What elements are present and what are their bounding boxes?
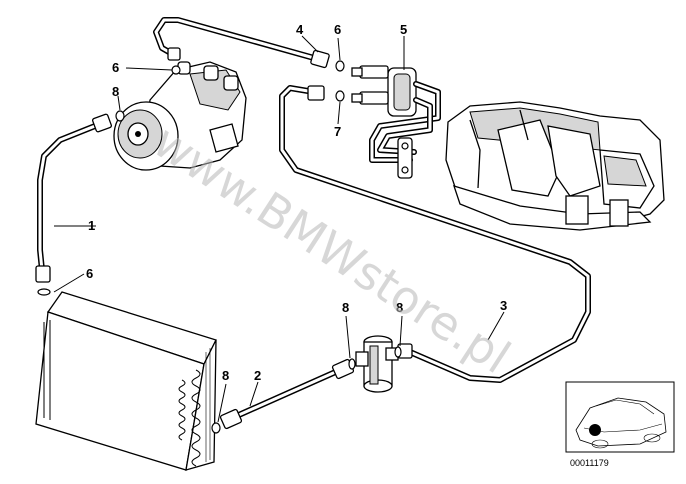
callout-3: 3 (500, 298, 507, 313)
compressor (113, 61, 247, 171)
callout-8-dryer-left: 8 (342, 300, 349, 315)
callout-8-condenser: 8 (222, 368, 229, 383)
car-locator-thumbnail: 00011179 (565, 381, 675, 468)
callout-5: 5 (400, 22, 407, 37)
o-rings (37, 60, 402, 434)
callout-6-compressor: 6 (112, 60, 119, 75)
expansion-valve (351, 65, 441, 179)
suction-pipe-4 (153, 17, 330, 69)
leader-lines (53, 35, 505, 423)
callout-8-dryer-right: 8 (396, 300, 403, 315)
location-marker-icon (589, 424, 601, 436)
callout-6-top: 6 (334, 22, 341, 37)
evaporator-housing (445, 101, 665, 231)
figure-code: 00011179 (570, 458, 609, 468)
callout-labels: 1 2 3 4 5 6 6 6 7 8 8 8 8 (86, 22, 507, 383)
callout-7: 7 (334, 124, 341, 139)
callout-1: 1 (88, 218, 95, 233)
callout-4: 4 (296, 22, 304, 37)
pressure-pipe-2 (219, 358, 355, 430)
callout-8-compressor: 8 (112, 84, 119, 99)
callout-2: 2 (254, 368, 261, 383)
liquid-pipe-3 (279, 85, 591, 383)
pressure-hose-1 (35, 113, 112, 283)
receiver-dryer (355, 335, 399, 393)
callout-6-condenser: 6 (86, 266, 93, 281)
condenser (35, 291, 217, 471)
